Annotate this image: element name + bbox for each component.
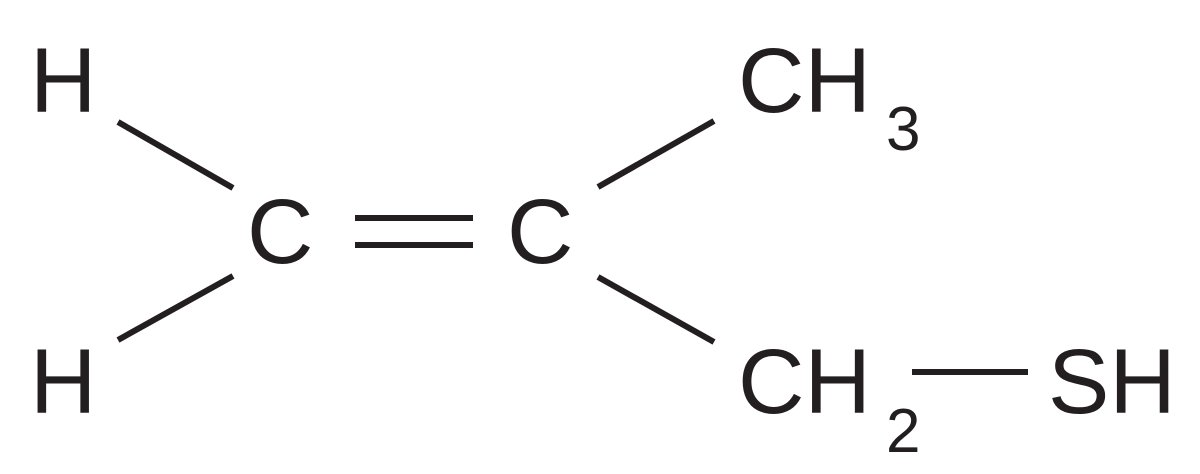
atom-ch2: CH bbox=[738, 331, 871, 433]
bond-c-right-ch3 bbox=[596, 118, 716, 190]
bond-h-bottom-c-left bbox=[116, 273, 235, 343]
atom-h-top: H bbox=[30, 30, 96, 132]
atom-c-left: C bbox=[247, 181, 313, 283]
atom-ch3: CH bbox=[738, 30, 871, 132]
atom-ch3-subscript: 3 bbox=[886, 95, 920, 164]
bond-c-right-ch2 bbox=[596, 274, 716, 345]
atom-sh: SH bbox=[1048, 331, 1176, 433]
atom-ch2-subscript: 2 bbox=[886, 397, 920, 466]
atom-h-bottom: H bbox=[30, 331, 96, 433]
bond-h-top-c-left bbox=[116, 119, 235, 191]
atom-c-right: C bbox=[507, 181, 573, 283]
